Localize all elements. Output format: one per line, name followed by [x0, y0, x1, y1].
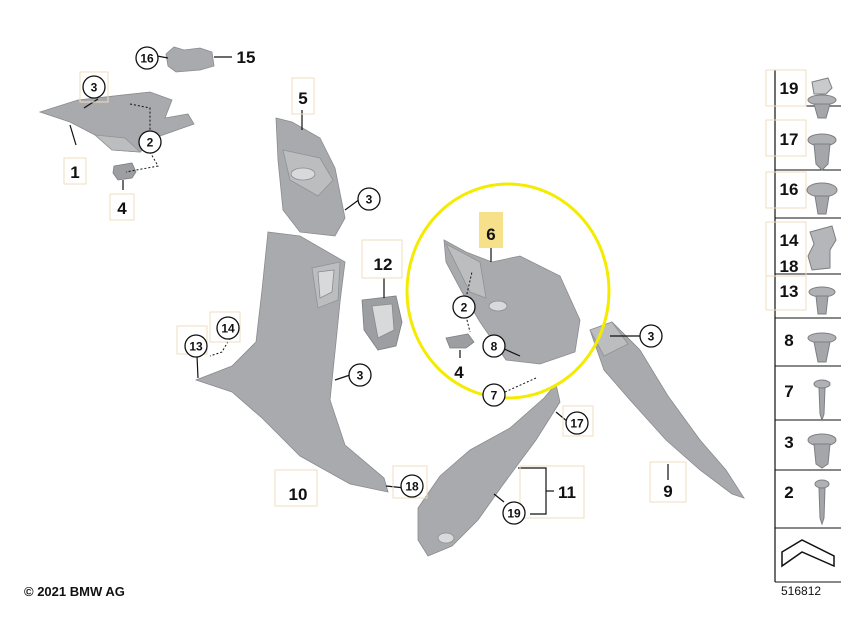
legend-18: 18 — [780, 257, 799, 276]
callout-15: 15 — [237, 48, 256, 67]
legend-17: 17 — [780, 130, 799, 149]
legend-8: 8 — [784, 331, 793, 350]
part-1-trim — [38, 91, 195, 153]
legend-14: 14 — [780, 231, 799, 250]
callout-3c: 3 — [357, 369, 364, 383]
callout-19: 19 — [507, 507, 521, 521]
legend-19: 19 — [780, 79, 799, 98]
callout-3a: 3 — [91, 81, 98, 95]
fastener-13-clip — [808, 286, 836, 315]
part-9-trim — [589, 321, 745, 499]
fastener-14-18-clip — [807, 225, 837, 271]
callout-4b: 4 — [454, 363, 464, 382]
callout-5: 5 — [298, 89, 307, 108]
callout-8: 8 — [491, 340, 498, 354]
callout-3b: 3 — [366, 193, 373, 207]
callout-13: 13 — [189, 340, 203, 354]
callout-2a: 2 — [147, 136, 154, 150]
part-15-bracket — [165, 46, 215, 73]
arrow-icon — [781, 539, 835, 568]
callout-7: 7 — [491, 389, 498, 403]
part-12-vent — [361, 295, 403, 351]
callout-11: 11 — [558, 483, 576, 502]
callout-3d: 3 — [648, 330, 655, 344]
legend-7: 7 — [784, 382, 793, 401]
fastener-3-clip — [807, 433, 837, 469]
highlight-ring — [405, 182, 611, 400]
callout-17: 17 — [570, 417, 584, 431]
part-4b-clip — [445, 333, 475, 349]
callout-4a: 4 — [117, 199, 127, 218]
copyright-text: © 2021 BMW AG — [24, 584, 125, 599]
part-11-trim — [417, 383, 561, 557]
callout-6: 6 — [486, 225, 495, 244]
callout-14: 14 — [221, 322, 235, 336]
callouts: 3 1 2 4 16 15 5 3 12 14 13 3 10 18 6 — [70, 46, 673, 525]
callout-2b: 2 — [461, 301, 468, 315]
legend-13: 13 — [780, 282, 799, 301]
fastener-legend: 19 17 16 14 18 13 8 7 3 2 — [765, 69, 841, 583]
callout-9: 9 — [663, 482, 672, 501]
callout-10: 10 — [289, 485, 308, 504]
fastener-8-clip — [807, 332, 837, 363]
legend-2: 2 — [784, 483, 793, 502]
part-10-trim — [194, 231, 389, 493]
callout-16: 16 — [140, 52, 154, 66]
fastener-17-clip — [807, 133, 837, 171]
fastener-16-clip — [806, 182, 838, 215]
document-number: 516812 — [781, 584, 822, 598]
label-frames — [63, 71, 687, 519]
part-6-trim — [443, 239, 581, 365]
legend-3: 3 — [784, 433, 793, 452]
legend-16: 16 — [780, 180, 799, 199]
callout-12: 12 — [374, 255, 393, 274]
part-4a-clip — [112, 162, 137, 181]
part-5-trim — [275, 117, 346, 237]
fastener-7-screw — [813, 379, 831, 422]
fastener-19-clip — [807, 77, 837, 119]
callout-18: 18 — [405, 480, 419, 494]
fastener-2-screw — [814, 479, 830, 526]
part-6-label-bg — [479, 212, 503, 248]
callout-1: 1 — [70, 163, 79, 182]
